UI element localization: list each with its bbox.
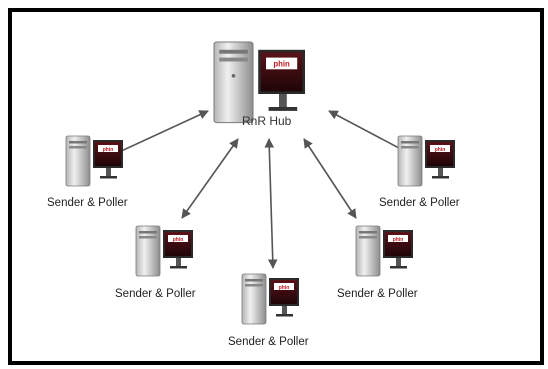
node-label-left-upper: Sender & Poller (47, 197, 128, 209)
svg-text:phin: phin (279, 285, 290, 291)
arrow-hub-right-lower (303, 138, 357, 219)
svg-text:phin: phin (103, 147, 114, 153)
hub-label: RnR Hub (242, 114, 292, 128)
node-computer-icon-right-upper: phin (397, 135, 455, 187)
node-label-center-bottom: Sender & Poller (228, 336, 309, 348)
node-label-right-upper: Sender & Poller (379, 197, 460, 209)
node-computer-icon-right-lower: phin (355, 225, 413, 277)
svg-text:phin: phin (393, 237, 404, 243)
arrow-hub-left-lower (181, 138, 239, 219)
node-computer-icon-left-lower: phin (135, 225, 193, 277)
svg-text:phin: phin (435, 147, 446, 153)
node-computer-icon-left-upper: phin (65, 135, 123, 187)
network-diagram: phin phin phin (65, 41, 455, 325)
svg-text:phin: phin (273, 60, 290, 69)
hub-computer-icon: phin (213, 41, 305, 124)
arrow-hub-center-bottom (264, 138, 278, 269)
svg-text:phin: phin (173, 237, 184, 243)
node-label-right-lower: Sender & Poller (337, 288, 418, 300)
node-label-left-lower: Sender & Poller (115, 288, 196, 300)
diagram-frame: phin phin phin (8, 8, 544, 365)
node-computer-icon-center-bottom: phin (241, 273, 299, 325)
